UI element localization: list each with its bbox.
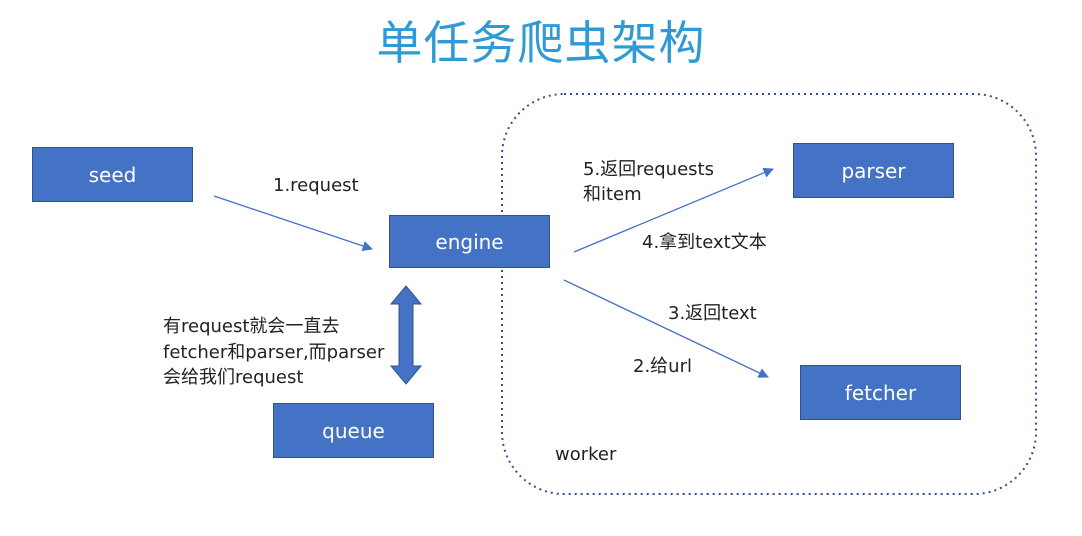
arrow-seed-to-engine [213,195,373,251]
engine-node: engine [389,215,550,268]
parser-node: parser [793,143,954,198]
queue-note-line1: 有request就会一直去 [163,316,340,337]
queue-note-line2: fetcher和parser,而parser [163,342,385,363]
arrow-engine-to-fetcher [563,279,769,378]
edge-label-request: 1.request [273,175,359,196]
edge-label-return-requests-2: 和item [583,184,642,205]
edge-label-return-requests-1: 5.返回requests [583,159,714,180]
queue-node: queue [273,403,434,458]
double-arrow-engine-queue [389,285,423,385]
worker-group-label: worker [555,444,617,465]
worker-group-border [501,93,1037,495]
seed-node: seed [32,147,193,202]
edge-label-return-text: 3.返回text [668,303,757,324]
edge-label-give-url: 2.给url [633,356,692,377]
fetcher-node: fetcher [800,365,961,420]
diagram-title: 单任务爬虫架构 [376,16,706,70]
arrow-engine-to-parser [573,167,774,253]
edge-label-get-text: 4.拿到text文本 [642,232,767,253]
queue-note-line3: 会给我们request [163,367,304,388]
